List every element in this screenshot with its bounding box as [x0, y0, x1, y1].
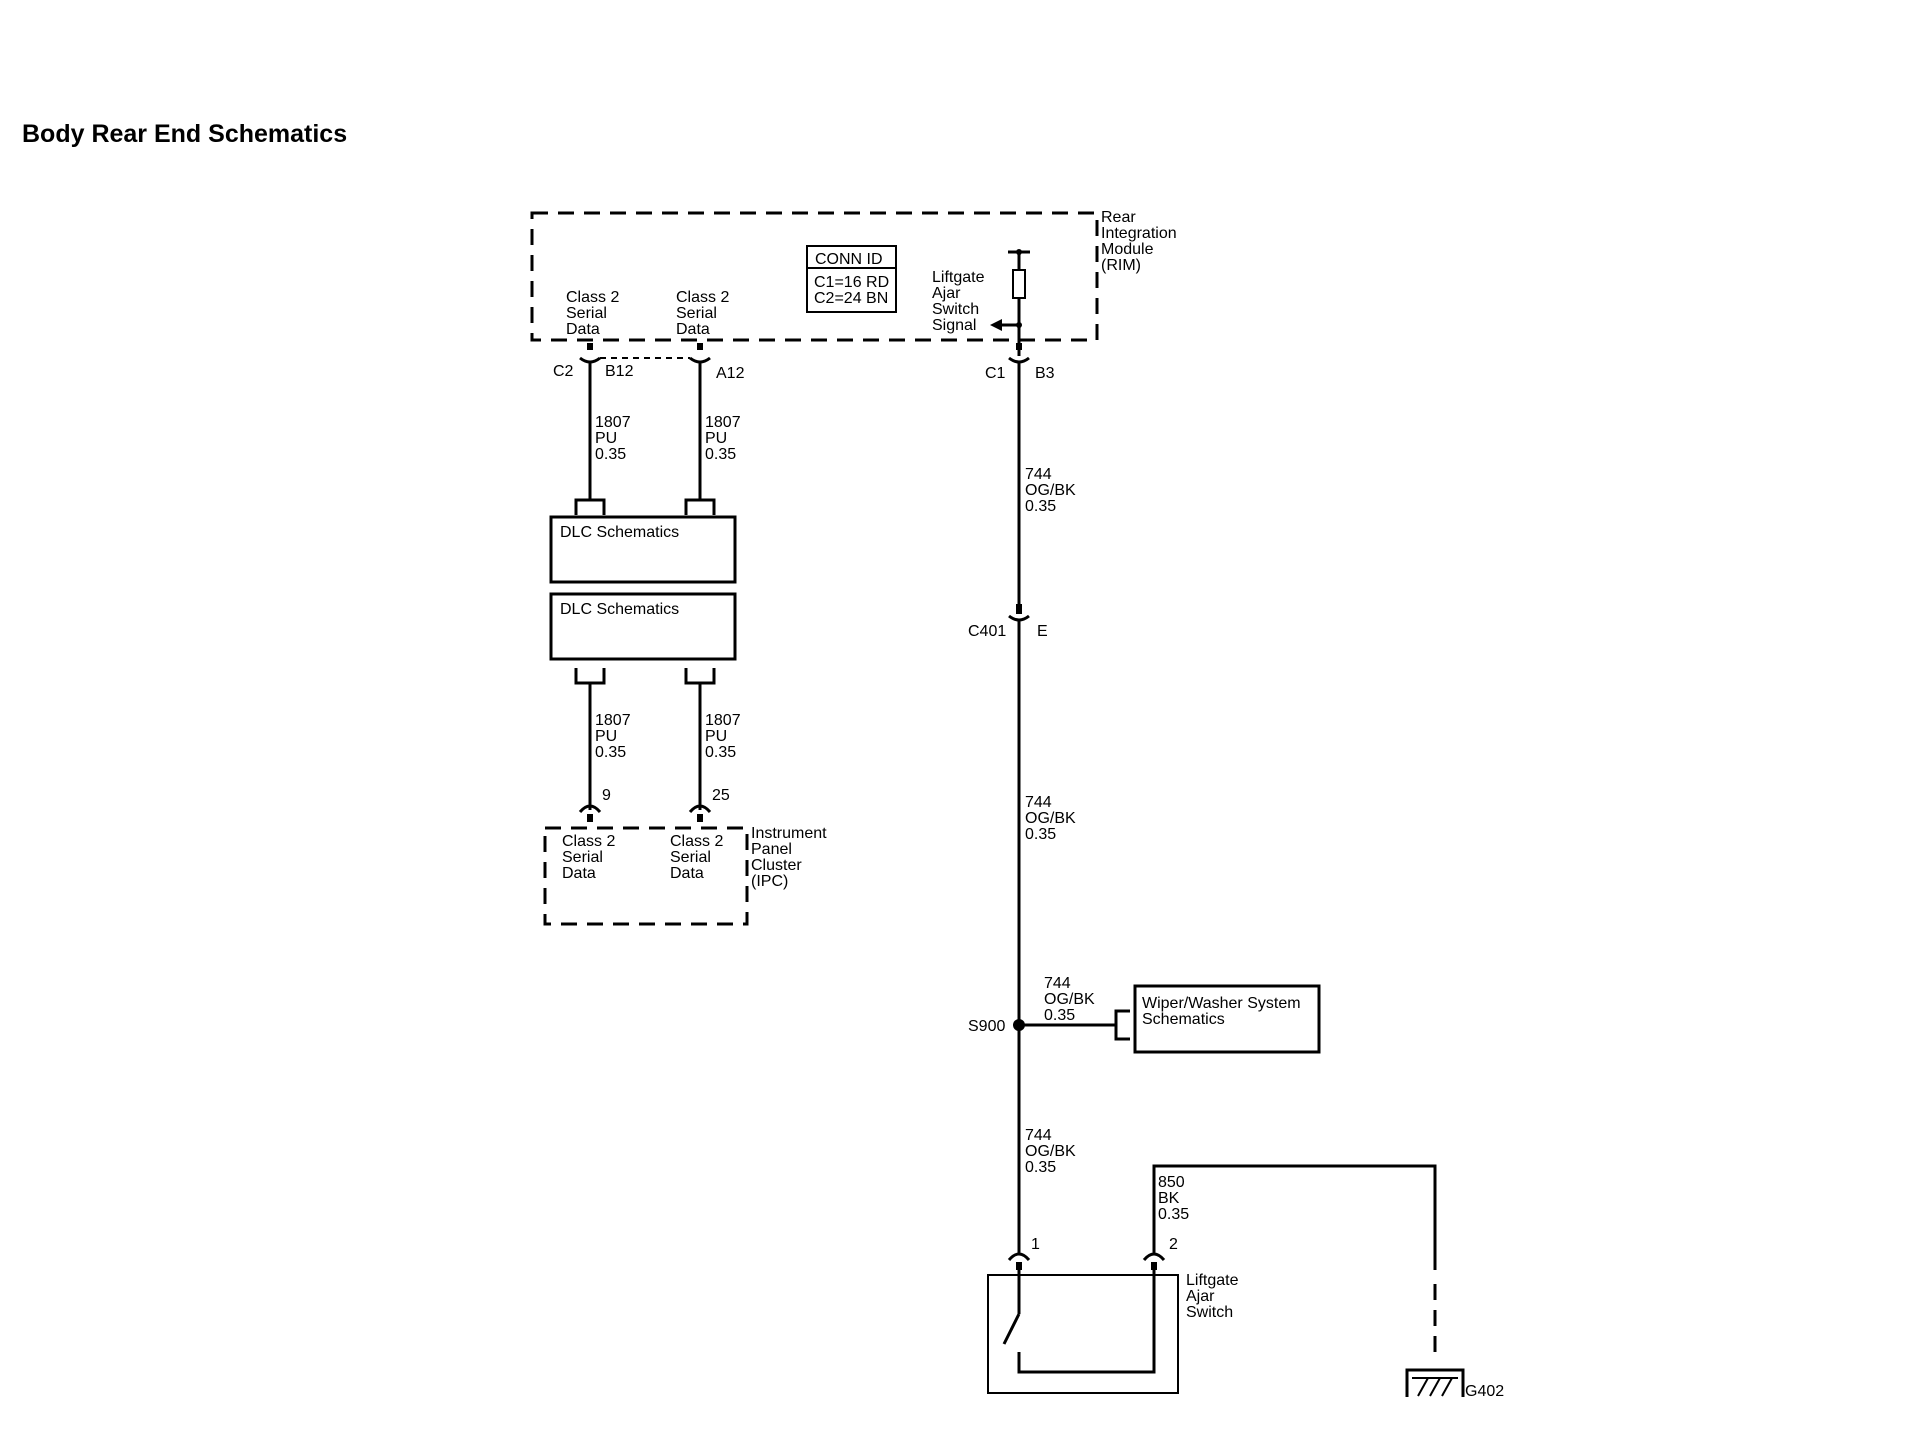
ipc-connector-25	[688, 804, 712, 822]
dlc-lower-terminals	[574, 668, 716, 810]
wiper-terminal	[1114, 1009, 1130, 1041]
ground-g402-label: G402	[1465, 1383, 1504, 1400]
dlc-lower-label: DLC Schematics	[560, 601, 679, 618]
page-title: Body Rear End Schematics	[22, 120, 347, 148]
rim-class2-left-label: Class 2 Serial Data	[566, 289, 624, 338]
dlc-upper-label: DLC Schematics	[560, 524, 679, 541]
liftgate-ajar-switch: Liftgate Ajar Switch	[987, 1270, 1243, 1394]
connector-a12-label: A12	[716, 365, 745, 382]
conn-id-c2: C2=24 BN	[814, 290, 888, 307]
wire-1807-upper-left-label: 1807 PU 0.35	[595, 414, 635, 463]
switch-pin-1-label: 1	[1031, 1236, 1040, 1253]
conn-id-box: CONN ID C1=16 RD C2=24 BN	[806, 245, 897, 313]
inline-connector-c401	[1008, 604, 1030, 622]
connector-b3-label: B3	[1035, 365, 1055, 382]
ipc-module: Class 2 Serial Data Class 2 Serial Data …	[543, 825, 831, 926]
rim-module-boundary	[530, 211, 1099, 342]
wire-850-label: 850 BK 0.35	[1158, 1174, 1189, 1223]
switch-contact-icon	[1002, 1313, 1021, 1345]
dlc-schematics-upper: DLC Schematics	[549, 515, 737, 584]
rim-connector-a12	[689, 343, 711, 500]
wire-744-a-label: 744 OG/BK 0.35	[1025, 466, 1080, 515]
wire-1807-lower-left-label: 1807 PU 0.35	[595, 712, 635, 761]
ipc-module-name: Instrument Panel Cluster (IPC)	[751, 825, 831, 890]
wiper-washer-label: Wiper/Washer System Schematics	[1142, 995, 1305, 1028]
connector-b12-label: B12	[605, 363, 634, 380]
splice-s900-label: S900	[968, 1018, 1005, 1035]
rim-liftgate-signal-label: Liftgate Ajar Switch Signal	[932, 269, 989, 334]
rim-module: Rear Integration Module (RIM) CONN ID C1…	[530, 209, 1181, 356]
switch-connector-2	[1142, 1252, 1166, 1270]
switch-pin-2-label: 2	[1169, 1236, 1178, 1253]
ipc-class2-right-label: Class 2 Serial Data	[670, 833, 728, 882]
ipc-class2-left-label: Class 2 Serial Data	[562, 833, 620, 882]
dlc-schematics-lower: DLC Schematics	[549, 592, 737, 661]
wiper-washer-schematics: Wiper/Washer System Schematics	[1133, 984, 1321, 1054]
rim-module-name: Rear Integration Module (RIM)	[1101, 209, 1181, 274]
ipc-pin-25-label: 25	[712, 787, 730, 804]
connector-c1-label: C1	[985, 365, 1006, 382]
ipc-connector-9	[578, 804, 602, 822]
rim-connector-b12	[579, 343, 601, 500]
wire-744-branch-label: 744 OG/BK 0.35	[1044, 975, 1099, 1024]
conn-id-header: CONN ID	[815, 251, 883, 268]
wire-744-b-label: 744 OG/BK 0.35	[1025, 794, 1080, 843]
switch-connector-1	[1007, 1252, 1031, 1270]
connector-c401-label: C401	[968, 623, 1006, 640]
conn-id-c1: C1=16 RD	[814, 274, 889, 291]
dlc-upper-terminals	[574, 498, 716, 515]
connector-e-label: E	[1037, 623, 1048, 640]
liftgate-switch-name: Liftgate Ajar Switch	[1186, 1272, 1243, 1321]
rim-class2-right-label: Class 2 Serial Data	[676, 289, 734, 338]
wire-1807-upper-right-label: 1807 PU 0.35	[705, 414, 745, 463]
ground-icon	[1405, 1368, 1465, 1397]
connector-c2-label: C2	[553, 363, 574, 380]
wire-850	[1152, 1164, 1437, 1270]
ipc-pin-9-label: 9	[602, 787, 611, 804]
wire-1807-lower-right-label: 1807 PU 0.35	[705, 712, 745, 761]
wire-744-c-label: 744 OG/BK 0.35	[1025, 1127, 1080, 1176]
ipc-module-boundary	[543, 826, 749, 926]
